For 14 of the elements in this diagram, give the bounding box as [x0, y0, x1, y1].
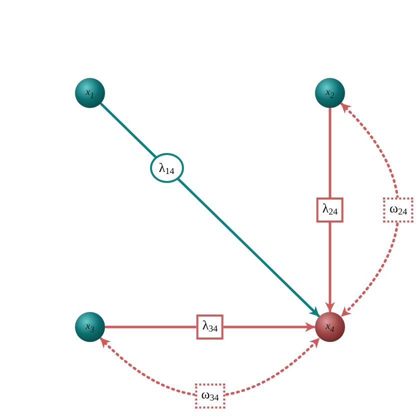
- arrow: [100, 102, 320, 318]
- edge-label: λ$_{24}$: [316, 198, 344, 222]
- sphere-node: x$_{2}$: [315, 78, 345, 108]
- arrow: [104, 322, 316, 332]
- sphere-node: x$_{4}$: [315, 312, 345, 342]
- arrow: [100, 337, 320, 398]
- arrow: [325, 108, 335, 312]
- edge-label: λ$_{34}$: [196, 314, 224, 340]
- sphere-node: x$_{3}$: [75, 312, 105, 342]
- edge-label: ω$_{34}$: [195, 383, 225, 408]
- edge-label: λ$_{14}$: [150, 152, 184, 183]
- arrow: [340, 102, 400, 318]
- sphere-node: x$_{1}$: [75, 78, 105, 108]
- edge-label: ω$_{24}$: [384, 198, 414, 222]
